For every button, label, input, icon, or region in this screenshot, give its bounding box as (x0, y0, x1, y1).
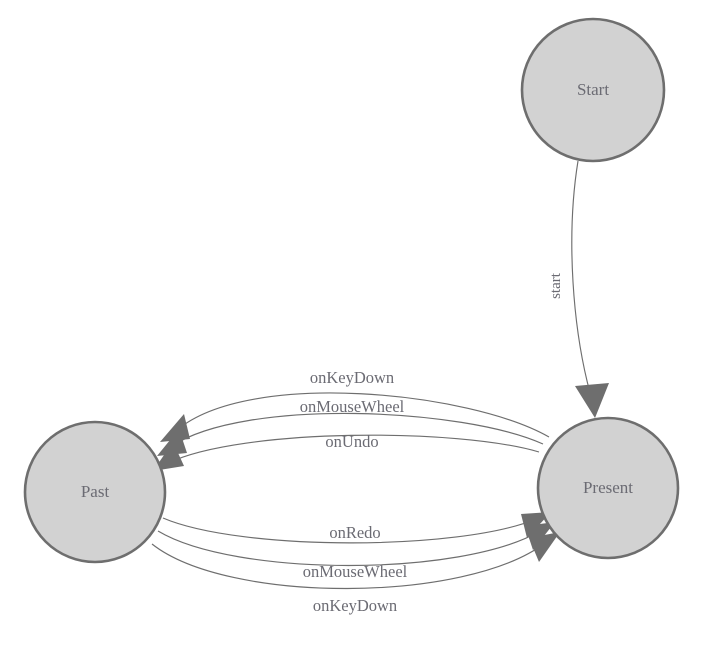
node-present-label: Present (583, 478, 633, 497)
edge-present-to-past-onundo-label: onUndo (325, 432, 378, 451)
edge-present-to-past-onundo-path (167, 434, 540, 464)
edge-present-to-past-onkeydown[interactable]: onKeyDown (160, 368, 550, 442)
edge-past-to-present-onredo[interactable]: onRedo (162, 512, 551, 544)
node-start[interactable]: Start (520, 17, 666, 163)
edge-past-to-present-onkeydown-arrowhead (529, 532, 560, 562)
edge-past-to-present-onmousewheel-label: onMouseWheel (303, 562, 408, 581)
edge-present-to-past-onundo[interactable]: onUndo (153, 432, 540, 471)
edge-start-to-present-path (571, 160, 593, 401)
edge-start-to-present[interactable]: start (548, 160, 609, 418)
node-past-circle (23, 420, 167, 564)
node-start-label: Start (577, 80, 609, 99)
edge-start-to-present-label: start (548, 272, 564, 299)
node-past[interactable]: Past (23, 420, 167, 564)
node-present-circle (536, 416, 680, 560)
edge-present-to-past-onkeydown-label: onKeyDown (310, 368, 394, 387)
edge-past-to-present-onmousewheel-path (157, 530, 541, 566)
edge-present-to-past-onmousewheel-label: onMouseWheel (300, 397, 405, 416)
node-past-label: Past (81, 482, 110, 501)
edge-present-to-past-onmousewheel-path (171, 412, 544, 447)
edge-past-to-present-onkeydown[interactable]: onKeyDown (151, 532, 560, 615)
edge-present-to-past-onkeydown-arrowhead (160, 414, 190, 442)
node-present[interactable]: Present (536, 416, 680, 560)
edge-present-to-past-onundo-arrowhead (153, 442, 184, 471)
edge-present-to-past-onkeydown-path (176, 392, 550, 438)
edge-past-to-present-onredo-label: onRedo (329, 523, 380, 542)
edge-past-to-present-onredo-path (162, 517, 537, 544)
edge-start-to-present-arrowhead (575, 383, 609, 418)
edge-past-to-present-onkeydown-path (151, 542, 546, 590)
node-start-circle (520, 17, 666, 163)
edge-present-to-past-onmousewheel-arrowhead (157, 429, 187, 456)
edge-past-to-present-onkeydown-label: onKeyDown (313, 596, 397, 615)
edge-present-to-past-onmousewheel[interactable]: onMouseWheel (157, 397, 544, 456)
